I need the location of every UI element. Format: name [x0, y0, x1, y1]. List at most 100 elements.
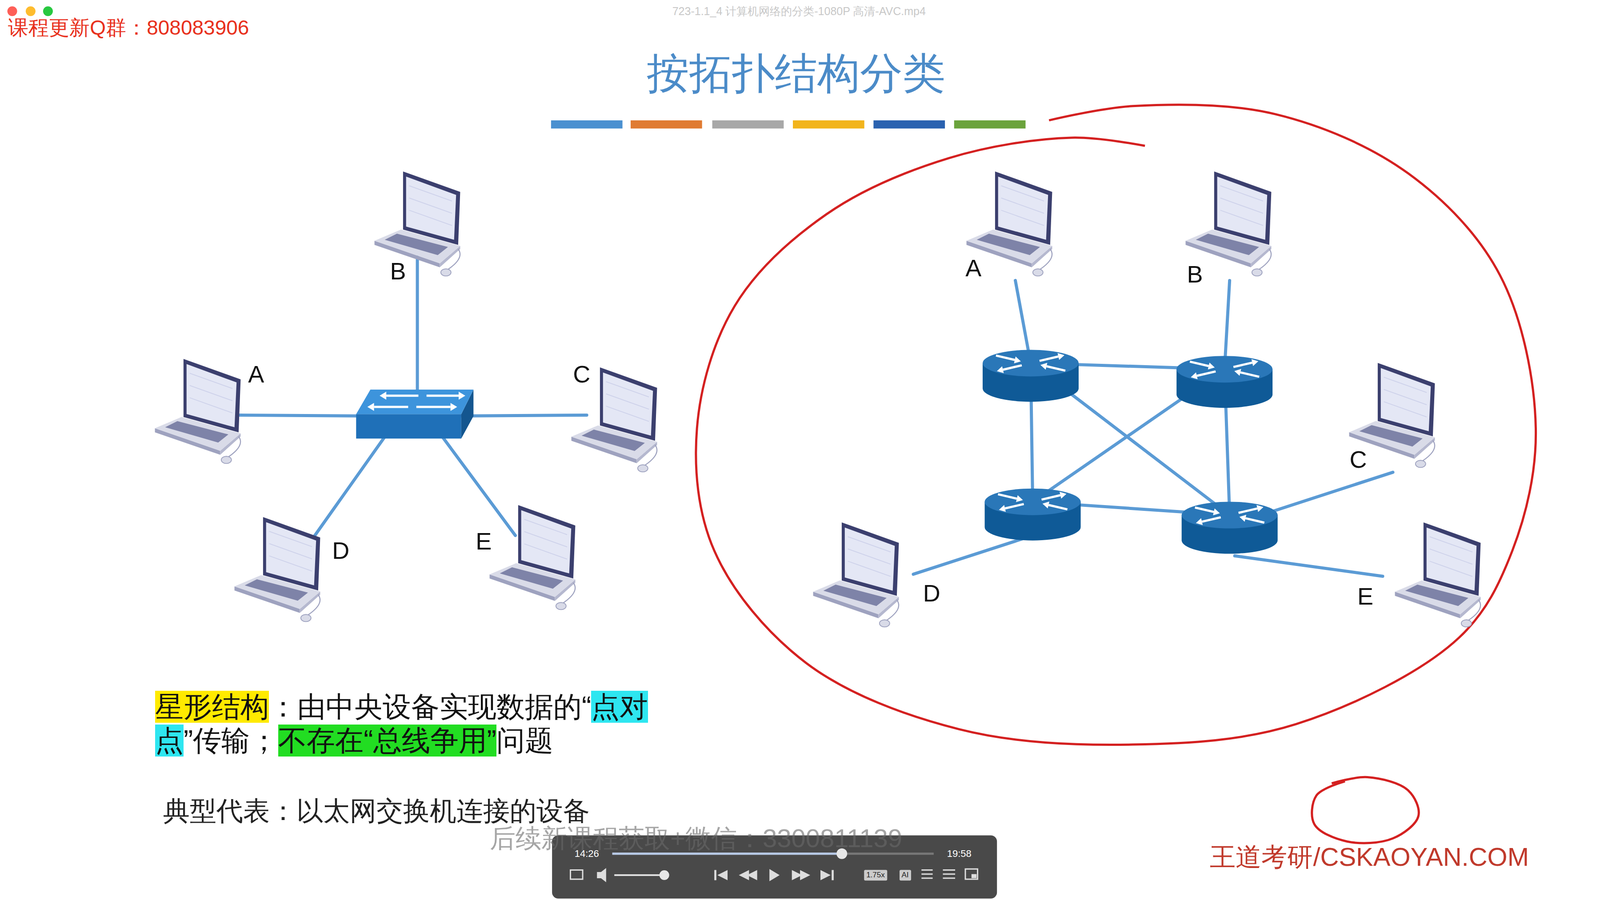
router-icon	[982, 349, 1079, 402]
arrow-head	[450, 403, 458, 412]
laptop-screen-line	[1429, 536, 1473, 552]
time-elapsed: 14:26	[574, 848, 600, 860]
laptop-screen-line	[269, 531, 312, 547]
network-link	[1234, 556, 1383, 577]
annotation-loop	[696, 104, 1536, 746]
laptop-screen	[186, 364, 237, 428]
arrow-head	[1042, 501, 1050, 509]
title-color-bar	[630, 120, 703, 129]
node-letter: B	[1187, 261, 1204, 288]
switch-top	[356, 389, 474, 415]
highlight-term: 不存在“总线争用”	[278, 724, 497, 757]
window-dot	[43, 6, 53, 16]
computer-node: E	[1392, 522, 1485, 629]
arrow-shaft	[1233, 362, 1252, 368]
arrow-shaft	[1196, 371, 1216, 376]
network-link	[416, 257, 420, 404]
list-icon	[921, 877, 933, 880]
laptop-screen-line	[848, 536, 891, 552]
laptop-screen-line	[1000, 197, 1044, 213]
laptop-screen-line	[269, 544, 312, 560]
arrow-shaft	[1245, 518, 1264, 524]
laptop-screen-line	[1000, 185, 1044, 201]
computer-node: E	[487, 505, 580, 612]
router-icon	[1176, 356, 1273, 408]
arrow-head	[1014, 356, 1021, 364]
arrow-head	[1190, 372, 1198, 380]
laptop-screen-line	[409, 210, 452, 226]
laptop-keyboard	[823, 584, 887, 607]
laptop-icon	[1392, 522, 1485, 629]
arrow-shaft	[1238, 508, 1258, 514]
arrow-shaft	[1039, 356, 1059, 362]
pip-icon	[965, 869, 978, 880]
laptop-screen	[603, 372, 653, 436]
laptop-icon	[232, 517, 325, 624]
laptop-screen	[1426, 527, 1477, 591]
laptop-mouse	[300, 614, 312, 622]
laptop-base	[155, 417, 241, 452]
laptop-mouse	[637, 464, 648, 472]
switch-front	[356, 414, 462, 439]
arrow-shaft	[426, 394, 459, 397]
description-text: ”传输；	[183, 724, 279, 757]
laptop-base	[813, 580, 900, 615]
laptop-screen-line	[189, 373, 233, 389]
laptop-screen-line	[269, 556, 312, 572]
laptop-base	[1185, 229, 1272, 264]
arrow-head	[1212, 508, 1220, 516]
list-icon	[921, 869, 933, 872]
arrow-head	[999, 505, 1006, 513]
volume-knob	[659, 870, 670, 881]
arrow-head	[1016, 495, 1023, 503]
speed-button: 1.75x	[864, 870, 888, 881]
switch-icon	[356, 389, 474, 439]
next-icon	[820, 870, 831, 881]
arrow-head	[1239, 515, 1247, 523]
computer-node: D	[232, 517, 325, 624]
laptop-cord	[1422, 440, 1435, 462]
node-letter: E	[475, 528, 492, 555]
laptop-screen-line	[1383, 389, 1427, 405]
laptop-screen-line	[524, 531, 568, 547]
laptop-cord	[1468, 600, 1481, 621]
arrow-head	[1256, 505, 1264, 513]
router-icon	[1181, 501, 1278, 554]
laptop-screen-line	[1220, 185, 1264, 201]
title-color-bar	[551, 120, 623, 129]
laptop-screen-line	[189, 385, 233, 401]
laptop-icon	[811, 522, 904, 629]
title-color-bar	[873, 120, 945, 129]
node-letter: C	[572, 361, 591, 388]
settings-icon	[943, 869, 956, 872]
annotation-circle	[1312, 777, 1419, 844]
arrow-shaft	[1003, 365, 1022, 370]
arrow-head	[1040, 363, 1048, 371]
title-color-bar	[792, 120, 865, 129]
laptop-mouse	[556, 602, 567, 610]
prev-icon	[717, 870, 728, 881]
arrow-shaft	[1240, 372, 1260, 377]
laptop-screen	[266, 522, 316, 586]
laptop-screen-line	[606, 406, 649, 422]
laptop-cord	[228, 436, 241, 458]
laptop-mouse	[221, 456, 232, 464]
arrow-shaft	[1201, 517, 1221, 522]
ai-button: AI	[899, 870, 912, 881]
list-icon	[921, 873, 933, 876]
router-top	[1176, 356, 1273, 383]
brand-url: 王道考研/CSKAOYAN.COM	[1209, 842, 1529, 872]
laptop-mouse	[1415, 460, 1426, 468]
arrow-head	[1208, 362, 1215, 370]
laptop-screen-line	[524, 519, 568, 535]
node-letter: A	[248, 361, 264, 388]
arrow-head	[1196, 518, 1203, 526]
router-top	[984, 488, 1081, 516]
laptop-keyboard	[500, 567, 564, 589]
arrow-shaft	[1048, 505, 1068, 510]
example-note: 典型代表：以太网交换机连接的设备	[163, 796, 590, 827]
laptop-screen	[1217, 176, 1268, 240]
laptop-base	[1395, 580, 1481, 615]
arrow-shaft	[374, 406, 409, 409]
